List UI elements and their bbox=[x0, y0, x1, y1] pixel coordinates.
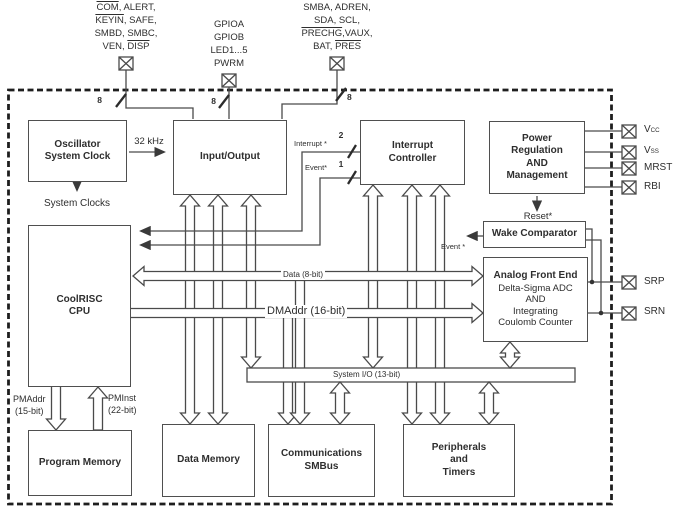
bus-sysio-periph bbox=[478, 381, 500, 425]
interrupt-width: 2 bbox=[338, 130, 344, 140]
interrupt-line bbox=[139, 151, 360, 237]
bus-afe-sysio bbox=[499, 341, 521, 369]
afe-sublabel: Delta-Sigma ADC AND Integrating Coulomb … bbox=[498, 282, 573, 329]
input-output-block: Input/Output bbox=[173, 120, 287, 195]
bus-width-slashes bbox=[115, 87, 357, 185]
wake-srn-wire bbox=[586, 239, 602, 313]
event-line bbox=[139, 177, 360, 251]
bus-io-sysio bbox=[240, 194, 262, 369]
bus-pmaddr-15bit bbox=[45, 387, 67, 431]
pad-group2-line4: PWRM bbox=[213, 58, 245, 69]
event-width: 1 bbox=[338, 159, 344, 169]
pad-vss-symbol bbox=[621, 145, 637, 160]
dmaddr-bus-label: DMAddr (16-bit) bbox=[265, 305, 348, 319]
pad-com-group-symbol bbox=[118, 56, 134, 71]
system-io-bus-bar bbox=[246, 367, 576, 383]
pad-group3-line4: BAT, PRES bbox=[313, 41, 361, 52]
data-bus-label: Data (8-bit) bbox=[281, 270, 326, 280]
pminst-width-label: (22-bit) bbox=[108, 405, 137, 415]
pin-label-vss: VSS bbox=[644, 145, 659, 156]
pmaddr-width-label: (15-bit) bbox=[15, 406, 44, 416]
program-memory-block: Program Memory bbox=[28, 430, 132, 496]
pin-label-rbi: RBI bbox=[644, 181, 661, 192]
bus-ic-periph-2 bbox=[429, 184, 451, 425]
system-io-bus-label: System I/O (13-bit) bbox=[333, 370, 401, 379]
pad-mrst-symbol bbox=[621, 161, 637, 176]
pad1-bus-width: 8 bbox=[97, 95, 102, 105]
srp-junction-dot bbox=[589, 279, 595, 285]
bus-sysio-comms bbox=[329, 381, 351, 425]
pad3-bus-width: 8 bbox=[347, 92, 352, 102]
pad-srp-symbol bbox=[621, 275, 637, 290]
pin-label-srp: SRP bbox=[644, 276, 665, 287]
pad-group1-line4: VEN, DISP bbox=[102, 41, 150, 52]
bus-ic-periph-1 bbox=[401, 184, 423, 425]
afe-title: Analog Front End bbox=[493, 270, 578, 282]
analog-front-end-block: Analog Front End Delta-Sigma ADC AND Int… bbox=[483, 257, 588, 342]
wake-srp-wire bbox=[586, 228, 593, 282]
slash-pad1 bbox=[115, 93, 127, 108]
clock-32khz-label: 32 kHz bbox=[134, 136, 164, 147]
pad-group1-line3: SMBD, SMBC, bbox=[94, 28, 158, 39]
communications-smbus-block: Communications SMBus bbox=[268, 424, 375, 497]
system-clocks-label: System Clocks bbox=[43, 198, 111, 209]
pad-group2-line1: GPIOA bbox=[213, 19, 245, 30]
pad-vcc-symbol bbox=[621, 124, 637, 139]
pad2-bus-width: 8 bbox=[211, 96, 216, 106]
pad-symbols bbox=[118, 56, 637, 321]
pin-label-srn: SRN bbox=[644, 306, 666, 317]
pad-smba-group-symbol bbox=[329, 56, 345, 71]
event-label: Event* bbox=[305, 163, 328, 172]
srn-junction-dot bbox=[598, 310, 604, 316]
pad-group3-line1: SMBA, ADREN, bbox=[303, 2, 371, 13]
data-memory-block: Data Memory bbox=[162, 424, 255, 497]
wake-event-label: Event * bbox=[441, 242, 466, 251]
pmaddr-label: PMAddr bbox=[13, 394, 46, 404]
pad-rbi-symbol bbox=[621, 180, 637, 195]
pin-label-mrst: MRST bbox=[644, 162, 673, 173]
peripherals-timers-block: Peripherals and Timers bbox=[403, 424, 515, 497]
bus-data-comms bbox=[289, 281, 311, 425]
pad-group1-line2: KEYIN, SAFE, bbox=[95, 15, 157, 26]
pad1-wire bbox=[125, 70, 194, 119]
pad-group2-line3: LED1...5 bbox=[210, 45, 248, 56]
pin-label-vcc: VCC bbox=[644, 124, 660, 135]
pminst-label: PMInst bbox=[108, 393, 137, 403]
reset-label: Reset* bbox=[523, 211, 553, 222]
pad-group2-line2: GPIOB bbox=[213, 32, 245, 43]
pad-srn-symbol bbox=[621, 306, 637, 321]
power-regulation-block: Power Regulation AND Management bbox=[489, 121, 585, 194]
slash-pad2 bbox=[218, 94, 230, 109]
wake-comparator-block: Wake Comparator bbox=[483, 221, 586, 248]
chip-boundary-dashed-border bbox=[7, 88, 613, 506]
cpu-block: CoolRISC CPU bbox=[28, 225, 131, 387]
pad3-wire bbox=[281, 70, 338, 119]
slash-event bbox=[347, 170, 357, 185]
pad-group1-line1: COM, ALERT, bbox=[96, 2, 156, 13]
slash-pad3 bbox=[335, 87, 347, 102]
pad-group3-line2: SDA, SCL, bbox=[314, 15, 360, 26]
signal-lines bbox=[71, 70, 622, 314]
bus-pminst-22bit bbox=[87, 386, 109, 431]
oscillator-block: Oscillator System Clock bbox=[28, 120, 127, 182]
interrupt-controller-block: Interrupt Controller bbox=[360, 120, 465, 185]
pad-gpio-group-symbol bbox=[221, 73, 237, 88]
pad-group3-line3: PRECHG,VAUX, bbox=[301, 28, 373, 39]
interrupt-label: Interrupt * bbox=[294, 139, 327, 148]
slash-interrupt bbox=[347, 144, 357, 159]
